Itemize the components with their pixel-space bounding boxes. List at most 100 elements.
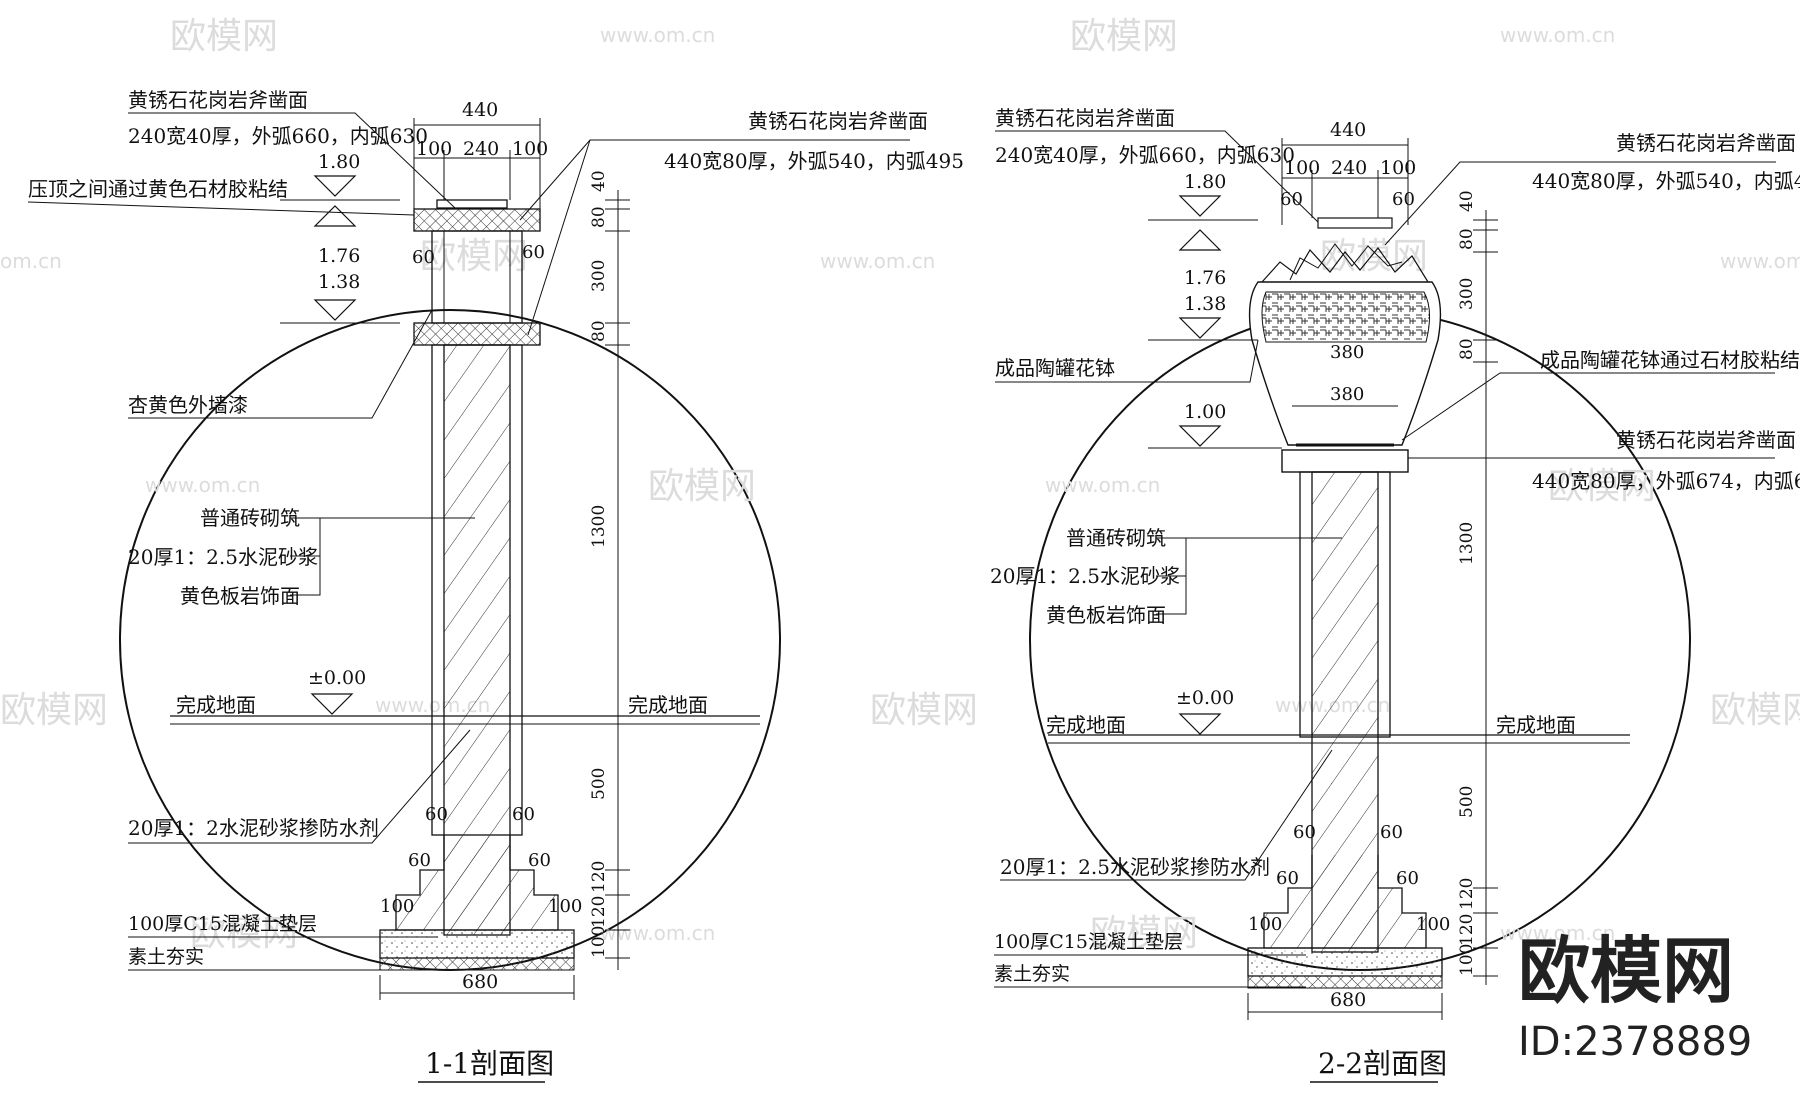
label-ground-right: 完成地面 [1496,713,1576,737]
dim-v-300: 300 [589,260,609,292]
compacted-soil [1247,975,1443,989]
dim-footing-100: 100 [1416,914,1450,935]
label-slab-line1: 黄锈石花岗岩斧凿面 [1616,131,1796,155]
label-wall-layer-3: 黄色板岩饰面 [180,584,300,608]
label-base-line1: 黄锈石花岗岩斧凿面 [1616,428,1796,452]
dim-top-total: 440 [1330,119,1366,141]
dim-footing-60: 60 [408,850,431,871]
level-1-76: 1.76 [318,245,360,267]
brand-id: ID:2378889 [1518,1019,1752,1065]
base-slab [1281,449,1409,473]
label-slab-line2: 440宽80厚，外弧540，内弧495 [1532,169,1800,193]
label-waterproof: 20厚1：2水泥砂浆掺防水剂 [128,816,379,840]
label-paint: 杏黄色外墙漆 [128,393,248,417]
dim-top-right: 100 [512,138,548,160]
dim-footing-60: 60 [512,804,535,825]
label-wall-layer-3: 黄色板岩饰面 [1046,603,1166,627]
label-ground-right: 完成地面 [628,693,708,717]
level-1-38: 1.38 [1184,293,1226,315]
dim-v-80: 80 [1457,228,1477,250]
cap-stone [1317,217,1393,229]
level-1-38: 1.38 [318,271,360,293]
brand-block: 欧模网 ID:2378889 [1518,929,1752,1065]
watermark-brand: 欧模网 [1070,16,1178,57]
leader-pot [995,339,1259,383]
watermark-brand: 欧模网 [648,466,756,507]
leader-waterproof [1000,749,1333,881]
watermark-brand: 欧模网 [870,690,978,731]
label-ground-left: 完成地面 [176,693,256,717]
dim-top-left: 100 [1284,157,1320,179]
watermark-brand: 欧模网 [0,690,108,731]
watermark-brand: 欧模网 [190,913,298,954]
section-title-2: 2-2剖面图 [1318,1047,1447,1080]
dim-v-120: 120 [1457,878,1477,910]
label-wall-layer-1: 普通砖砌筑 [1066,526,1166,550]
dim-v-100: 100 [1457,944,1477,976]
watermark-layer: 欧模网 www.om.cn 欧模网 www.om.cn om.cn 欧模网 ww… [0,16,1800,971]
dim-side-right: 60 [1392,189,1415,210]
level-0-00: ±0.00 [308,667,366,689]
dim-v-80b: 80 [1457,338,1477,360]
dim-top-center: 240 [463,138,499,160]
dim-v-1300: 1300 [1457,522,1477,565]
leader-waterproof [128,729,471,844]
dim-v-80: 80 [589,206,609,228]
dim-footing-60: 60 [1396,868,1419,889]
watermark-brand: 欧模网 [1548,466,1656,507]
leader-slab [1384,161,1776,246]
dim-footing-100: 100 [380,896,414,917]
label-base-line2: 440宽80厚，外弧674，内弧618 [1532,469,1800,493]
dim-footing-60: 60 [528,850,551,871]
top-slab [413,208,541,232]
label-pot: 成品陶罐花钵 [995,356,1115,380]
dim-footing-100: 100 [1248,914,1282,935]
label-adhesive: 压顶之间通过黄色石材胶粘结 [28,177,288,201]
label-cap-line1: 黄锈石花岗岩斧凿面 [995,106,1175,130]
pot-pattern [1261,291,1430,343]
section-2-2: 440 100 240 100 60 60 380 380 40 80 300 … [990,106,1800,1083]
label-wall-layer-1: 普通砖砌筑 [200,506,300,530]
dim-top-center: 240 [1331,157,1367,179]
watermark-brand: 欧模网 [170,16,278,57]
dim-footing-100: 100 [548,896,582,917]
dim-v-500: 500 [1457,786,1477,818]
watermark-url: www.om.cn [145,473,260,497]
dim-v-100: 100 [589,926,609,958]
dim-footing-60: 60 [425,804,448,825]
section-title-1: 1-1剖面图 [425,1047,554,1080]
dim-v-300: 300 [1457,278,1477,310]
dim-pot-top: 380 [1330,342,1364,363]
level-marker: 1.80 1.76 1.38 1.00 ±0.00 [1148,171,1282,735]
concrete-pad [1247,947,1443,977]
label-wall-layer-2: 20厚1：2.5水泥砂浆 [128,545,318,569]
dim-top-total: 440 [462,99,498,121]
dim-v-40: 40 [1457,190,1477,212]
dim-v-120: 120 [589,861,609,893]
compacted-soil [379,957,575,971]
label-soil: 素土夯实 [128,946,204,968]
dim-bottom: 680 [1330,989,1366,1011]
level-1-76: 1.76 [1184,267,1226,289]
cap-stone [436,199,508,209]
label-cap-line2: 240宽40厚，外弧660，内弧630 [995,143,1295,167]
watermark-url-partial: om.cn [0,249,62,273]
dim-side-right: 60 [522,242,545,263]
leader-pot-adhesive [1401,372,1775,441]
dim-side-left: 60 [1280,189,1303,210]
lower-slab [413,322,541,346]
dim-side-left: 60 [412,247,435,268]
leader-adhesive [27,201,415,216]
dim-v-120b: 120 [1457,914,1477,946]
level-marker: 1.80 1.76 1.38 ±0.00 [280,151,400,715]
dim-v-80b: 80 [589,320,609,342]
watermark-url: www.om.cn [820,249,935,273]
dim-v-120b: 120 [589,896,609,928]
watermark-url: www.om.cn [1045,473,1160,497]
label-concrete: 100厚C15混凝土垫层 [994,931,1183,953]
label-cap-line2: 240宽40厚，外弧660，内弧630 [128,124,428,148]
leader-paint [128,309,433,419]
leader-cap [128,112,456,209]
section-1-1: 440 100 240 100 60 60 40 80 300 80 1300 … [27,88,964,1083]
level-1-80: 1.80 [1184,171,1226,193]
